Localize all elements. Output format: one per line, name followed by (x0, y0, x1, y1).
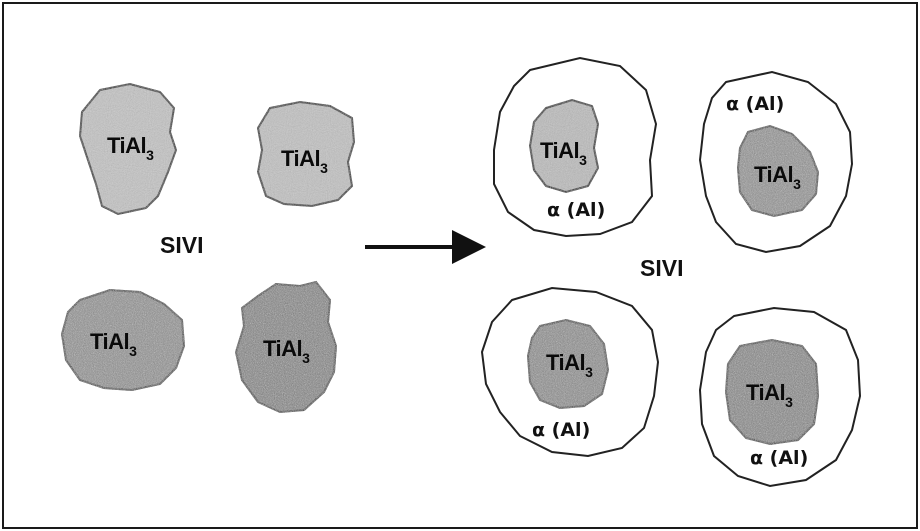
alpha-al-label: α (Al) (532, 419, 590, 441)
sivi-label-left: SIVI (160, 232, 203, 258)
particle-subscript: 3 (320, 160, 328, 176)
alpha-al-label: α (Al) (547, 199, 605, 221)
particle-subscript: 3 (579, 152, 587, 168)
halo-particle-top-left: TiAl3 α (Al) (494, 58, 656, 236)
particle-subscript: 3 (302, 350, 310, 366)
particle-subscript: 3 (793, 176, 801, 192)
alpha-al-label: α (Al) (750, 447, 808, 469)
particle-bottom-left: TiAl3 (62, 290, 184, 390)
particle-label: TiAl (90, 329, 129, 354)
particle-subscript: 3 (129, 343, 137, 359)
sivi-label-right: SIVI (640, 255, 683, 281)
particle-subscript: 3 (585, 364, 593, 380)
particle-bottom-right: TiAl3 (236, 282, 336, 412)
alpha-al-label: α (Al) (726, 93, 784, 115)
particle-subscript: 3 (146, 147, 154, 163)
particle-subscript: 3 (785, 394, 793, 410)
particle-label: TiAl (107, 133, 146, 158)
particle-label: TiAl (754, 162, 793, 187)
particle-label: TiAl (546, 350, 585, 375)
halo-particle-top-right: TiAl3 α (Al) (700, 72, 852, 252)
particle-top-right: TiAl3 (258, 102, 354, 206)
particle-label: TiAl (263, 336, 302, 361)
particle-label: TiAl (540, 138, 579, 163)
particle-label: TiAl (281, 146, 320, 171)
particle-label: TiAl (746, 380, 785, 405)
halo-particle-bottom-right: TiAl3 α (Al) (700, 308, 860, 486)
